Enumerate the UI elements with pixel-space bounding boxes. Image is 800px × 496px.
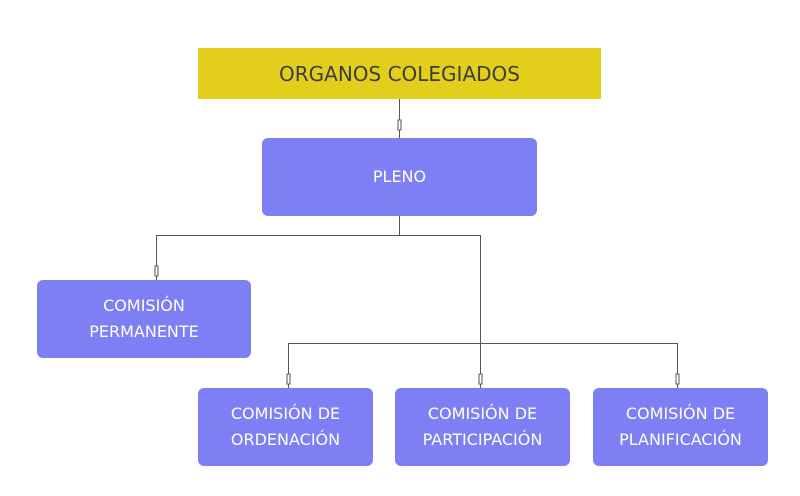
edge-bus-comisiones <box>288 343 678 388</box>
edge-pleno-permanente <box>156 216 400 280</box>
edge-marker <box>397 119 402 131</box>
root-node-organos-colegiados: ORGANOS COLEGIADOS <box>198 48 601 99</box>
node-pleno: PLENO <box>262 138 537 216</box>
edge-marker <box>286 373 291 385</box>
edge-marker <box>154 265 159 277</box>
edge-marker <box>675 373 680 385</box>
node-comision-ordenacion: COMISIÓN DE ORDENACIÓN <box>198 388 373 466</box>
node-comision-permanente: COMISIÓN PERMANENTE <box>37 280 251 358</box>
node-comision-planificacion: COMISIÓN DE PLANIFICACIÓN <box>593 388 768 466</box>
edge-pleno-participacion <box>399 235 481 388</box>
edge-marker <box>478 373 483 385</box>
node-comision-participacion: COMISIÓN DE PARTICIPACIÓN <box>395 388 570 466</box>
